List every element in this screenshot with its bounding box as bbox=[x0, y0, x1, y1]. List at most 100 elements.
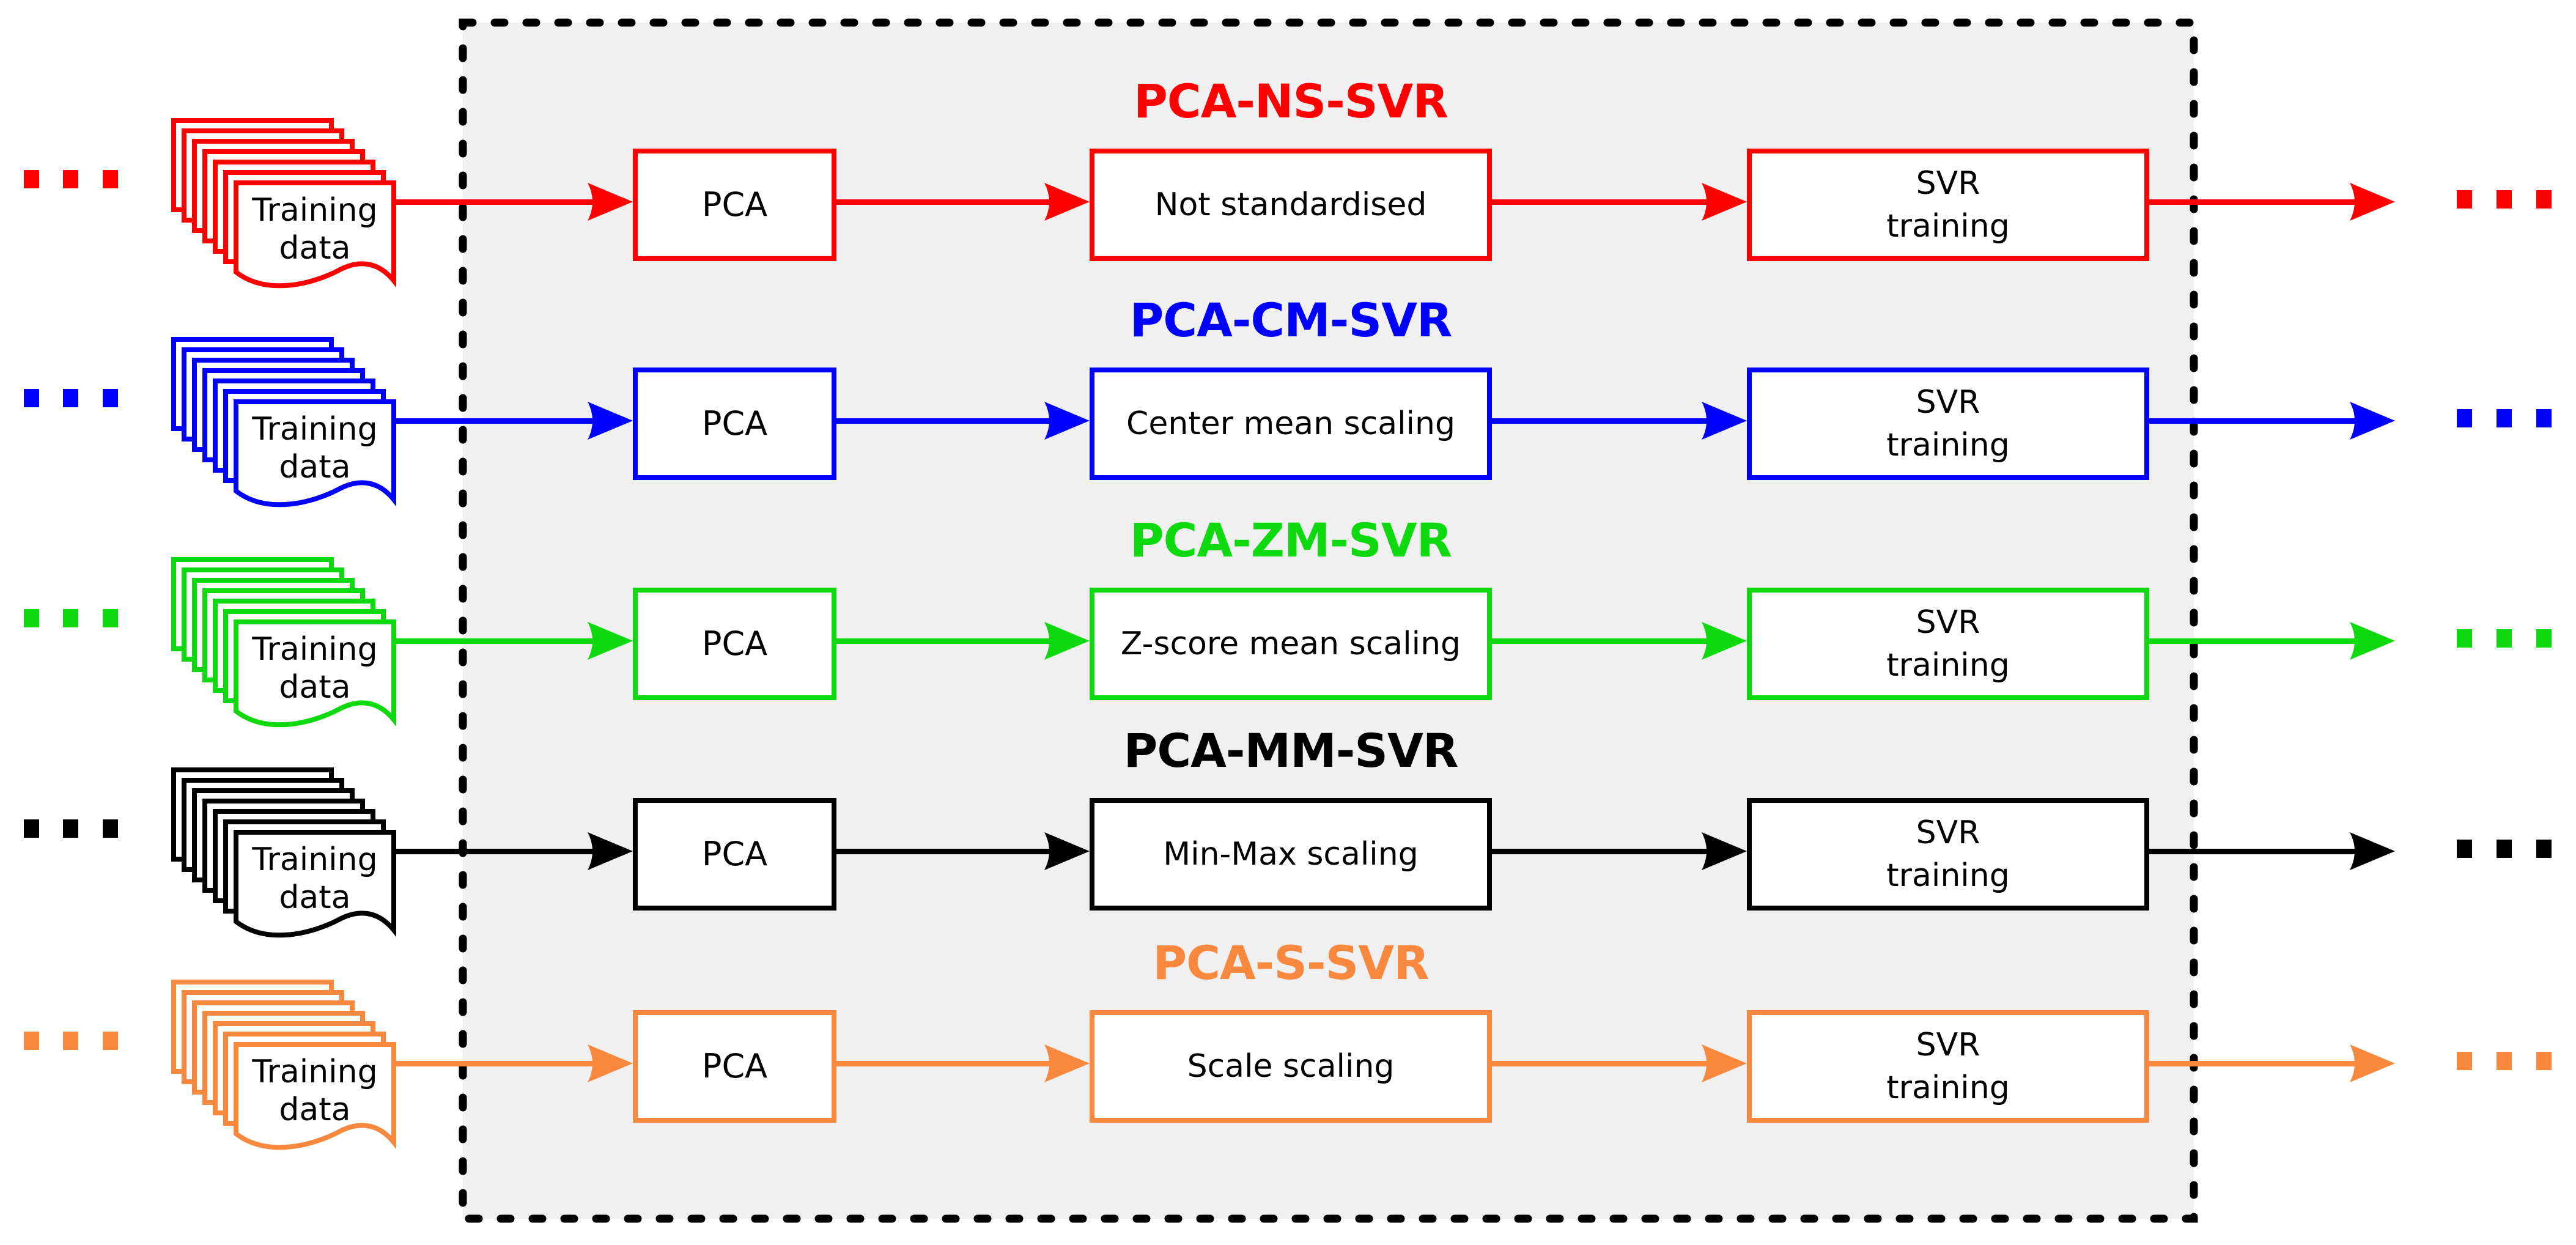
flow-arrow-line bbox=[836, 418, 1049, 424]
arrowhead-icon bbox=[1702, 622, 1747, 660]
arrowhead-icon bbox=[1044, 402, 1090, 440]
pca-box: PCA bbox=[633, 798, 836, 911]
training-data-stack-icon: Training data bbox=[171, 557, 396, 728]
flow-arrow-line bbox=[2147, 418, 2355, 424]
stack-label-line2: data bbox=[279, 669, 350, 706]
svr-training-box: SVR training bbox=[1747, 588, 2149, 700]
arrowhead-icon bbox=[2350, 832, 2395, 870]
pca-box: PCA bbox=[633, 588, 836, 700]
stack-label-line2: data bbox=[279, 879, 350, 916]
scaling-method-box: Z-score mean scaling bbox=[1090, 588, 1492, 700]
scaling-method-box: Scale scaling bbox=[1090, 1010, 1492, 1123]
arrowhead-icon bbox=[1044, 183, 1090, 221]
stack-label-line1: Training bbox=[251, 1054, 377, 1090]
training-data-stack-icon: Training data bbox=[171, 118, 396, 289]
pipeline-title: PCA-NS-SVR bbox=[1134, 74, 1449, 128]
left-ellipsis-dot bbox=[103, 1032, 118, 1050]
scaling-method-box: Min-Max scaling bbox=[1090, 798, 1492, 911]
svr-training-box: SVR training bbox=[1747, 798, 2149, 911]
training-data-stack-icon: Training data bbox=[171, 767, 396, 938]
flow-arrow-line bbox=[836, 199, 1049, 205]
flow-arrow-line bbox=[1492, 638, 1707, 644]
svr-label-line1: SVR bbox=[1916, 384, 1980, 421]
left-ellipsis-dot bbox=[63, 609, 78, 627]
scaling-method-label: Z-score mean scaling bbox=[1120, 626, 1461, 662]
right-ellipsis-dot bbox=[2536, 409, 2552, 427]
arrowhead-icon bbox=[1702, 1044, 1747, 1082]
arrowhead-icon bbox=[2350, 1044, 2395, 1082]
stack-label-line1: Training bbox=[251, 841, 377, 878]
pca-box-label: PCA bbox=[701, 1047, 768, 1085]
pipeline-row: Training data PCA Scale scaling SVR trai… bbox=[0, 929, 2576, 1210]
training-data-stack-icon: Training data bbox=[171, 337, 396, 508]
right-ellipsis-dot bbox=[2457, 629, 2472, 648]
svr-training-box: SVR training bbox=[1747, 1010, 2149, 1123]
flow-arrow-line bbox=[2147, 849, 2355, 854]
pipeline-row: Training data PCA Min-Max scaling SVR tr… bbox=[0, 717, 2576, 998]
scaling-method-label: Min-Max scaling bbox=[1163, 836, 1419, 873]
pipeline-row: Training data PCA Z-score mean scaling S… bbox=[0, 506, 2576, 788]
flow-arrow-line bbox=[1492, 199, 1707, 205]
right-ellipsis-dot bbox=[2457, 1052, 2472, 1070]
svr-label-line2: training bbox=[1886, 208, 2010, 245]
flow-arrow-line bbox=[394, 418, 596, 424]
pca-box-label: PCA bbox=[701, 404, 768, 443]
left-ellipsis-dot bbox=[24, 170, 39, 188]
pipeline-title: PCA-MM-SVR bbox=[1123, 723, 1459, 778]
pca-box: PCA bbox=[633, 1010, 836, 1123]
arrowhead-icon bbox=[1044, 1044, 1090, 1082]
scaling-method-box: Not standardised bbox=[1090, 149, 1492, 261]
right-ellipsis-dot bbox=[2457, 840, 2472, 858]
arrowhead-icon bbox=[588, 402, 633, 440]
stack-label-line2: data bbox=[279, 449, 350, 486]
stack-label-line2: data bbox=[279, 1092, 350, 1128]
arrowhead-icon bbox=[588, 832, 633, 870]
left-ellipsis-dot bbox=[103, 170, 118, 188]
flow-arrow-line bbox=[394, 1061, 596, 1066]
left-ellipsis-dot bbox=[24, 389, 39, 407]
scaling-method-label: Center mean scaling bbox=[1126, 405, 1455, 442]
flow-arrow-line bbox=[1492, 849, 1707, 854]
right-ellipsis-dot bbox=[2497, 629, 2512, 648]
arrowhead-icon bbox=[1044, 622, 1090, 660]
arrowhead-icon bbox=[1702, 183, 1747, 221]
svr-training-box: SVR training bbox=[1747, 149, 2149, 261]
right-ellipsis-dot bbox=[2497, 409, 2512, 427]
pca-box: PCA bbox=[633, 149, 836, 261]
svr-label-line1: SVR bbox=[1916, 604, 1980, 641]
flow-arrow-line bbox=[2147, 638, 2355, 644]
arrowhead-icon bbox=[1702, 402, 1747, 440]
right-ellipsis-dot bbox=[2536, 840, 2552, 858]
left-ellipsis-dot bbox=[63, 1032, 78, 1050]
arrowhead-icon bbox=[2350, 622, 2395, 660]
right-ellipsis-dot bbox=[2497, 840, 2512, 858]
left-ellipsis-dot bbox=[103, 819, 118, 838]
svr-label-line1: SVR bbox=[1916, 1027, 1980, 1063]
right-ellipsis-dot bbox=[2497, 1052, 2512, 1070]
flow-arrow-line bbox=[2147, 1061, 2355, 1066]
svr-label-line1: SVR bbox=[1916, 165, 1980, 202]
arrowhead-icon bbox=[1044, 832, 1090, 870]
flow-arrow-line bbox=[836, 849, 1049, 854]
scaling-method-label: Not standardised bbox=[1154, 187, 1427, 223]
right-ellipsis-dot bbox=[2536, 1052, 2552, 1070]
pipeline-row: Training data PCA Not standardised SVR t… bbox=[0, 67, 2576, 349]
left-ellipsis-dot bbox=[63, 170, 78, 188]
flow-arrow-line bbox=[2147, 199, 2355, 205]
stack-label-line2: data bbox=[279, 230, 350, 267]
arrowhead-icon bbox=[588, 622, 633, 660]
scaling-method-label: Scale scaling bbox=[1187, 1048, 1395, 1085]
arrowhead-icon bbox=[1702, 832, 1747, 870]
svr-training-box: SVR training bbox=[1747, 368, 2149, 480]
stack-label-line1: Training bbox=[251, 411, 377, 448]
svr-label-line2: training bbox=[1886, 1070, 2010, 1106]
flow-arrow-line bbox=[1492, 1061, 1707, 1066]
flow-arrow-line bbox=[836, 1061, 1049, 1066]
flow-arrow-line bbox=[1492, 418, 1707, 424]
arrowhead-icon bbox=[588, 183, 633, 221]
flow-arrow-line bbox=[394, 638, 596, 644]
pipeline-title: PCA-S-SVR bbox=[1153, 936, 1429, 990]
arrowhead-icon bbox=[588, 1044, 633, 1082]
stack-label-line1: Training bbox=[251, 631, 377, 668]
stack-label-line1: Training bbox=[251, 192, 377, 229]
